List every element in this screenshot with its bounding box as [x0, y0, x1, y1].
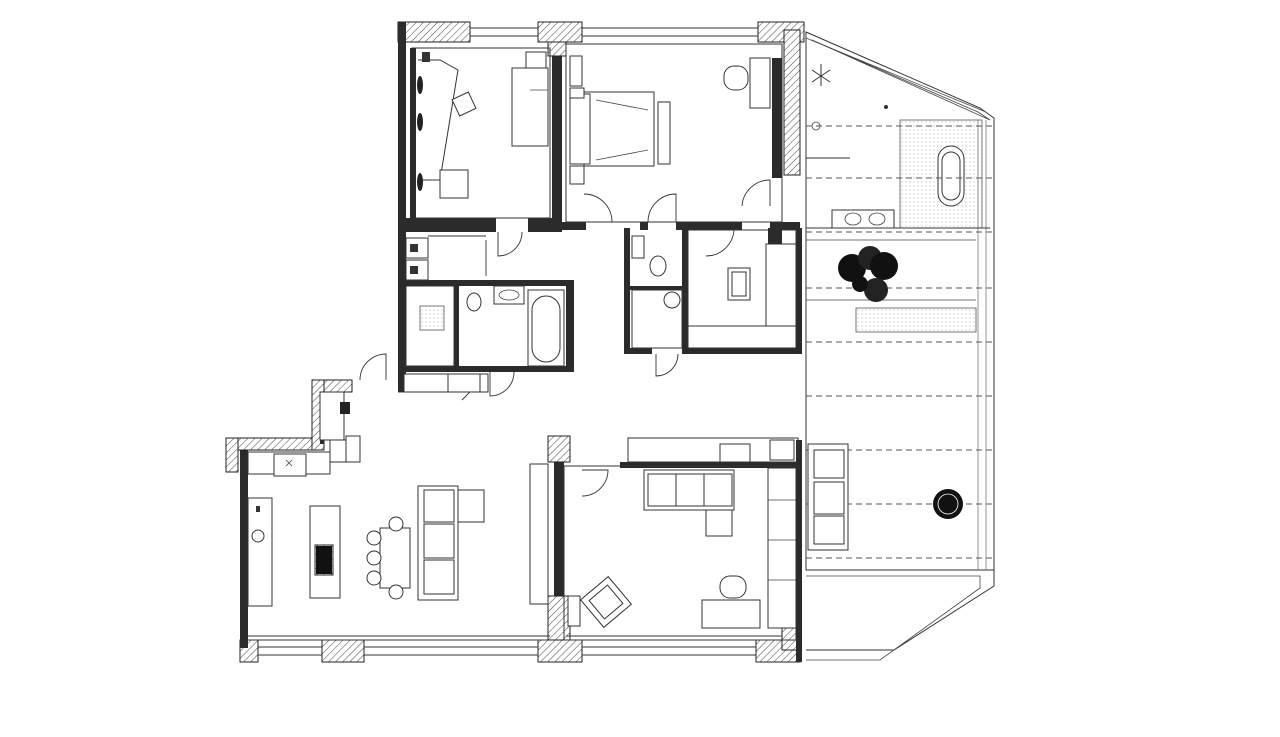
bathroom-1: [403, 285, 565, 393]
walk-in-closet: [687, 228, 797, 349]
interior-walls: [398, 41, 802, 641]
master-bedroom: [565, 43, 783, 223]
room-outlines: [248, 227, 990, 641]
kitchen-dining: [247, 391, 549, 607]
hallway-closets: [405, 235, 486, 281]
study: [410, 47, 551, 219]
doors: [359, 179, 771, 497]
living-room: [563, 439, 797, 641]
round-chair-icon: [933, 489, 963, 519]
bathroom-2: [631, 235, 683, 349]
tree-icon: [838, 246, 898, 302]
terrace-upper: [805, 31, 995, 661]
